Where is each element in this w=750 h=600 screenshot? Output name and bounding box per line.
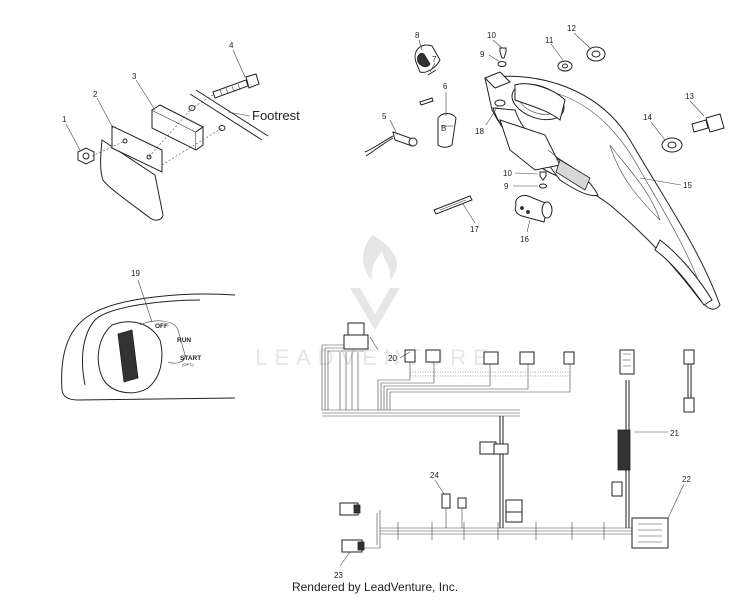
socket-part-6: B	[437, 113, 457, 148]
callout-12: 12	[567, 24, 576, 33]
key-part-13	[691, 113, 725, 133]
nut-part-1	[77, 147, 95, 165]
callout-11: 11	[545, 36, 554, 45]
callout-14: 14	[643, 113, 652, 122]
callout-16: 16	[520, 235, 529, 244]
callout-9-low: 9	[504, 182, 509, 191]
footer-credit: Rendered by LeadVenture, Inc.	[291, 580, 459, 594]
svg-text:B: B	[441, 124, 446, 133]
footrest-label: Footrest	[252, 108, 300, 123]
watermark-text: LEADVENTURE	[255, 345, 495, 370]
callout-5: 5	[382, 112, 387, 121]
callout-22: 22	[682, 475, 691, 484]
callout-15: 15	[683, 181, 692, 190]
callout-6: 6	[443, 82, 448, 91]
callout-1: 1	[62, 115, 67, 124]
callout-9-top: 9	[480, 50, 485, 59]
callout-10-top: 10	[487, 31, 496, 40]
hood-assembly: B	[364, 24, 725, 310]
callout-23: 23	[334, 571, 343, 580]
callout-13: 13	[685, 92, 694, 101]
bolt-part-4	[212, 73, 260, 99]
callout-2: 2	[93, 90, 98, 99]
watermark-logo: LEADVENTURE	[255, 235, 495, 370]
callout-19: 19	[131, 269, 140, 278]
callout-18: 18	[475, 127, 484, 136]
callout-17: 17	[470, 225, 479, 234]
switch-run-label: RUN	[177, 337, 191, 344]
switch-start-label: START	[180, 355, 201, 362]
callout-8: 8	[415, 31, 420, 40]
loose-connector	[683, 349, 695, 413]
callout-4: 4	[229, 41, 234, 50]
callout-3: 3	[132, 72, 137, 81]
ignition-panel: OFF RUN START (OPT.) 19	[61, 269, 236, 401]
callout-20: 20	[388, 354, 397, 363]
ignition-switch-part-16	[514, 195, 553, 223]
switch-off-label: OFF	[155, 323, 168, 330]
callout-24: 24	[430, 471, 439, 480]
callout-10-low: 10	[503, 169, 512, 178]
wiring-harness: 20 21 22 23 24	[321, 322, 695, 580]
bulb-part-5	[364, 131, 418, 157]
switch-start-sub-label: (OPT.)	[182, 362, 194, 367]
footrest-assembly: 1 2 3 4 Footrest	[62, 41, 300, 221]
callout-21: 21	[670, 429, 679, 438]
callout-7: 7	[432, 55, 437, 64]
